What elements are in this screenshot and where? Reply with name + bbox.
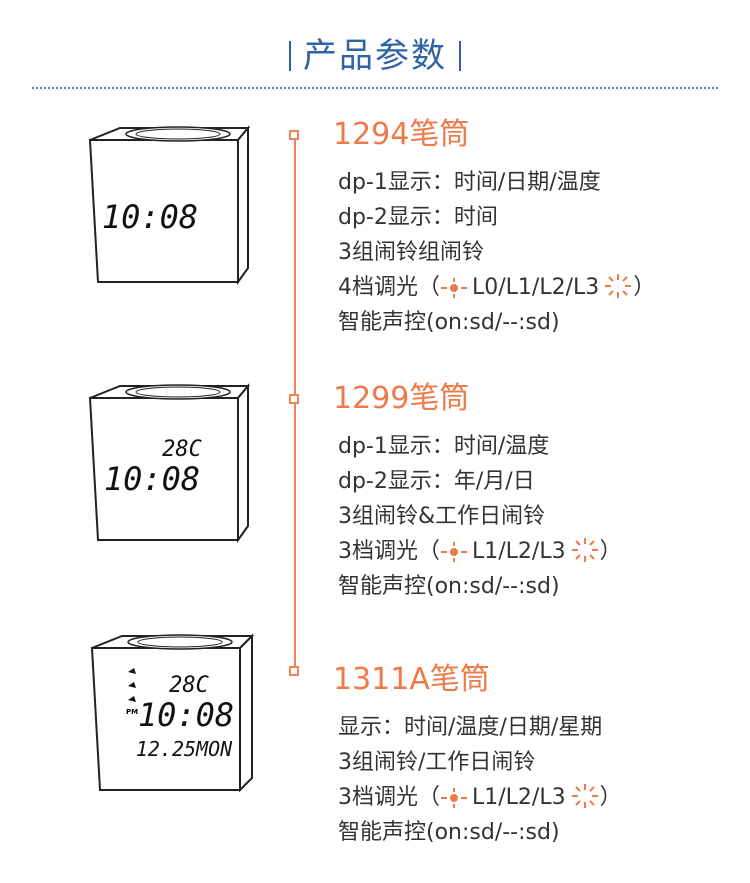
voice-control-spec: 智能声控(on:sd/--:sd) [338, 574, 560, 599]
dimming-spec: 3档调光（ L1/L2/L3 ） [338, 534, 622, 569]
timeline-line [294, 135, 296, 675]
sun-dim-icon [441, 542, 467, 562]
lcd-temp: 28C [169, 673, 209, 698]
spec-line: dp-1显示：时间/温度 [338, 434, 550, 459]
product-1294: 1294笔筒 dp-1显示：时间/日期/温度 dp-2显示：时间 3组闹铃组闹铃… [333, 117, 655, 340]
dimming-levels: L0/L1/L2/L3 [472, 275, 600, 300]
sun-dim-icon [441, 788, 467, 808]
cube-clock-1311a: PM 28C 10:08 12.25MON [90, 633, 255, 793]
spec-line: dp-2显示：年/月/日 [338, 469, 535, 494]
sun-bright-icon [571, 784, 598, 808]
spec-line: 3组闹铃/工作日闹铃 [338, 750, 536, 775]
lcd-date: 12.25MON [136, 737, 233, 761]
product-1311a: 1311A笔筒 显示：时间/温度/日期/星期 3组闹铃/工作日闹铃 3档调光（ L… [333, 662, 622, 850]
voice-control-spec: 智能声控(on:sd/--:sd) [338, 820, 560, 845]
dimming-levels: L1/L2/L3 [472, 539, 566, 564]
sun-bright-icon [571, 538, 598, 562]
timeline-node [289, 666, 299, 676]
cube-clock-1294: 10:08 [88, 125, 251, 286]
sun-dim-icon [441, 278, 467, 298]
lcd-temp: 28C [162, 437, 202, 462]
spec-line: 3组闹铃组闹铃 [338, 240, 484, 265]
sun-bright-icon [605, 274, 632, 298]
dimming-label: 3档调光（ [338, 785, 440, 810]
header-bar-left [289, 41, 291, 71]
cube-clock-1299: 28C 10:08 [88, 383, 251, 544]
voice-control-spec: 智能声控(on:sd/--:sd) [338, 310, 560, 335]
dimming-spec: 3档调光（ L1/L2/L3 ） [338, 780, 622, 815]
product-title: 1311A笔筒 [333, 662, 490, 697]
lcd-time: 10:08 [138, 696, 234, 734]
section-header: 产品参数 [0, 28, 750, 77]
timeline-node [289, 130, 299, 140]
dimming-close: ） [633, 275, 656, 300]
product-title: 1294笔筒 [333, 117, 470, 152]
dimming-label: 4档调光（ [338, 275, 440, 300]
dimming-close: ） [599, 785, 622, 810]
spec-line: 3组闹铃&工作日闹铃 [338, 504, 546, 529]
spec-line: 显示：时间/温度/日期/星期 [338, 715, 603, 740]
dimming-label: 3档调光（ [338, 539, 440, 564]
dotted-divider [32, 87, 718, 89]
lcd-time: 10:08 [104, 460, 200, 498]
spec-line: dp-1显示：时间/日期/温度 [338, 170, 601, 195]
timeline-node [289, 394, 299, 404]
dimming-spec: 4档调光（ L0/L1/L2/L3 ） [338, 270, 655, 305]
product-1299: 1299笔筒 dp-1显示：时间/温度 dp-2显示：年/月/日 3组闹铃&工作… [333, 381, 622, 604]
section-title: 产品参数 [303, 36, 447, 76]
dimming-levels: L1/L2/L3 [472, 785, 566, 810]
lcd-time: 10:08 [102, 198, 198, 236]
lcd-pm: PM [126, 708, 138, 716]
alarm-bell-icon [128, 668, 136, 702]
dimming-close: ） [599, 539, 622, 564]
spec-line: dp-2显示：时间 [338, 205, 498, 230]
header-bar-right [459, 41, 461, 71]
product-title: 1299笔筒 [333, 381, 470, 416]
